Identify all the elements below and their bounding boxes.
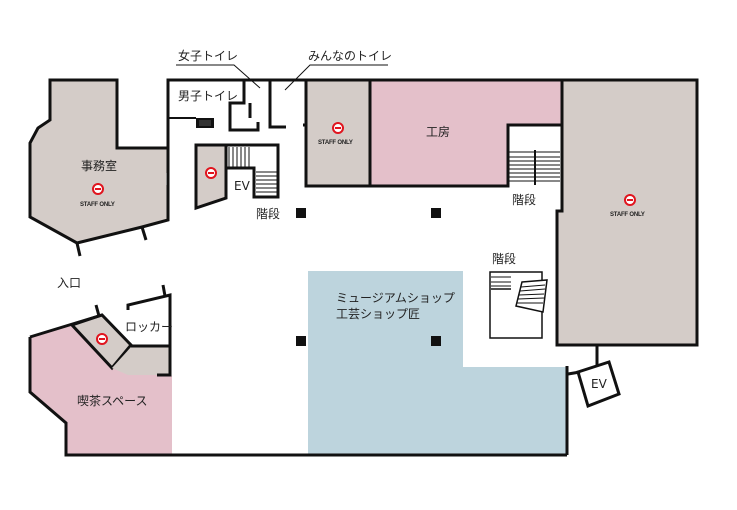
shop-label-line1: ミュージアムショップ [336, 291, 455, 305]
staff-only-badge: STAFF ONLY [318, 140, 353, 146]
no-entry-icon [96, 333, 108, 345]
stairs-left-label: 階段 [256, 207, 281, 221]
entrance-label[interactable]: 入口 [57, 276, 82, 290]
womens-toilet-label: 女子トイレ [178, 49, 239, 63]
elevator-left-label: EV [234, 179, 250, 193]
accessible-toilet-label: みんなのトイレ [308, 49, 393, 63]
workshop-label: 工房 [426, 125, 451, 139]
elevator-right[interactable] [576, 360, 621, 408]
no-entry-icon [332, 122, 344, 134]
stairs-center [489, 271, 548, 339]
staff-only-badge: STAFF ONLY [80, 202, 115, 208]
office-room[interactable] [28, 78, 170, 245]
no-entry-icon [624, 194, 636, 206]
stairs-center-label: 階段 [492, 252, 517, 266]
elevator-right-label: EV [591, 377, 607, 391]
storage-room-right[interactable] [555, 78, 699, 347]
pillar [296, 336, 306, 346]
pillar [296, 208, 306, 218]
pillar [431, 336, 441, 346]
no-entry-icon [92, 183, 104, 195]
cafe-label: 喫茶スペース [77, 394, 148, 408]
office-label: 事務室 [81, 159, 118, 173]
stairs-left-steps [228, 147, 277, 193]
mens-toilet-label: 男子トイレ [178, 89, 239, 103]
stairs-right-label: 階段 [512, 193, 537, 207]
stairs-right-steps [509, 150, 560, 185]
shop-label-line2: 工芸ショップ匠 [336, 307, 421, 321]
staff-only-badge: STAFF ONLY [610, 212, 645, 218]
workshop-room[interactable] [368, 78, 564, 188]
pillar [431, 208, 441, 218]
lockers-label: ロッカー [125, 320, 174, 334]
no-entry-icon [205, 167, 217, 179]
museum-shop-area[interactable] [308, 271, 567, 455]
